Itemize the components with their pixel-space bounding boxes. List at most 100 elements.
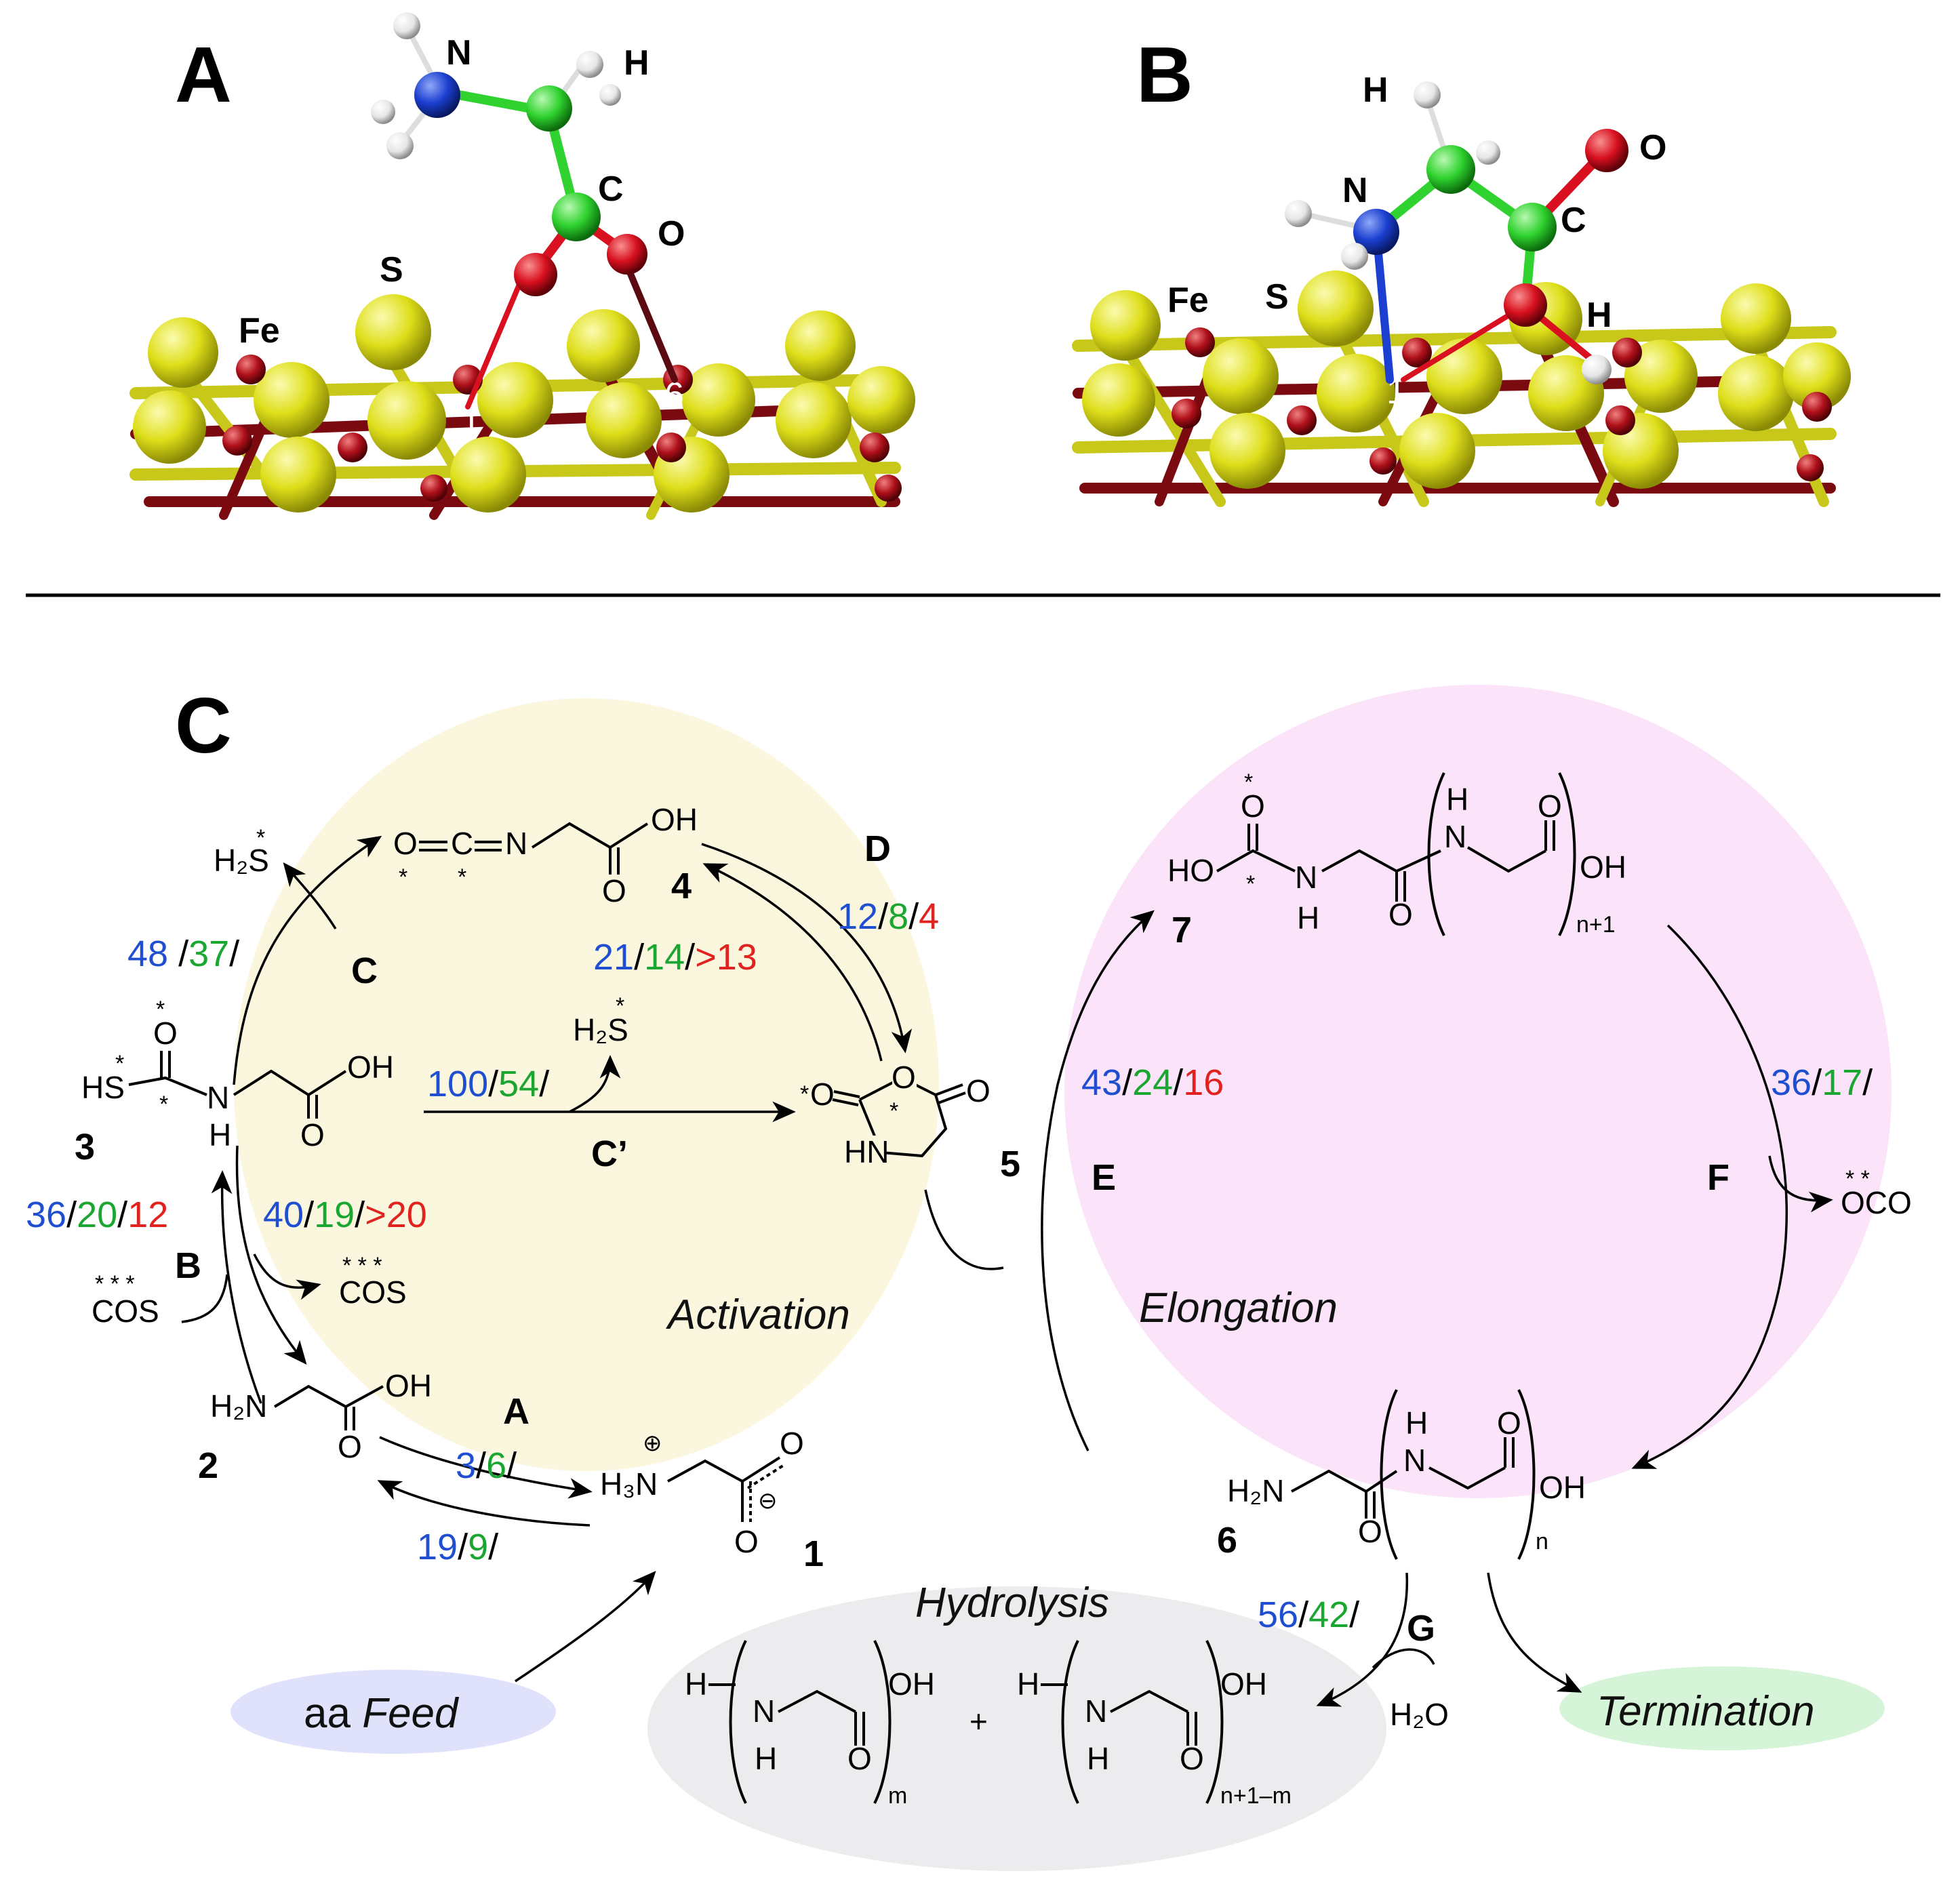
step-a: A [503, 1391, 529, 1432]
arrow-b-cos-out [253, 1253, 321, 1300]
svg-text:N: N [207, 1080, 229, 1115]
svg-text:OH: OH [888, 1666, 935, 1702]
svg-text:*: * [256, 825, 265, 851]
svg-text:*: * [1244, 769, 1253, 795]
elongation-region [1064, 685, 1892, 1498]
svg-text:* * *: * * * [95, 1271, 135, 1297]
arrow-feed [515, 1571, 656, 1683]
svg-text:O: O [1538, 788, 1562, 824]
panel-a-s-label: S [380, 250, 403, 289]
panel-b-fe-label: Fe [1167, 281, 1209, 320]
svg-text:O: O [1358, 1514, 1382, 1549]
svg-text:OH: OH [385, 1368, 432, 1403]
panel-a-site-1: 1 [461, 403, 481, 442]
activation-region [234, 698, 939, 1471]
svg-text:N: N [1085, 1693, 1107, 1729]
arrow-b-down [235, 1145, 307, 1365]
compound-6-number: 6 [1217, 1520, 1237, 1561]
hydrolysis-plus: + [969, 1704, 988, 1739]
svg-text:COS: COS [339, 1275, 407, 1310]
panel-c-letter: C [175, 681, 232, 769]
svg-text:O: O [300, 1117, 325, 1152]
panel-b-o-label: O [1639, 128, 1666, 167]
energy-f: 36/17/ [1771, 1062, 1873, 1103]
step-b: B [175, 1245, 201, 1286]
svg-text:* *: * * [1845, 1166, 1870, 1192]
svg-text:OH: OH [1220, 1666, 1267, 1702]
svg-text:O: O [1388, 897, 1413, 932]
energy-d-forward: 12/8/4 [837, 896, 939, 937]
panel-b-letter: B [1136, 31, 1193, 119]
compound-7-number: 7 [1172, 910, 1192, 950]
energy-c-prime: 100/54/ [427, 1064, 549, 1104]
svg-text:H: H [1017, 1666, 1039, 1702]
hydrolysis-product-n1m: H N H O OH n+1–m [1017, 1640, 1292, 1809]
step-d: D [864, 828, 891, 869]
arrow-b-cos-in [181, 1274, 228, 1323]
elongation-label: Elongation [1139, 1285, 1338, 1331]
termination-label: Termination [1597, 1688, 1815, 1735]
compound-2-structure: H₂N O OH [210, 1368, 432, 1464]
energy-c: 48 /37/ [127, 934, 239, 974]
svg-text:O: O [393, 826, 418, 861]
svg-text:N: N [753, 1693, 775, 1729]
arrow-c [233, 835, 382, 1085]
svg-text:n+1–m: n+1–m [1220, 1783, 1292, 1809]
panel-a-molecule: 1 6 N H C O S Fe [129, 12, 915, 520]
arrow-f-co2 [1768, 1155, 1833, 1213]
svg-text:C: C [451, 826, 473, 861]
arrow-d-forward [701, 843, 913, 1054]
compound-4-number: 4 [671, 866, 692, 906]
panel-b-h-top-label: H [1363, 71, 1388, 110]
panel-b-s-label: S [1265, 277, 1289, 317]
h2s-c-product: H₂S * [214, 825, 269, 878]
svg-text:n: n [1536, 1529, 1548, 1554]
panel-b-n-label: N [1342, 171, 1368, 210]
svg-text:N: N [505, 826, 527, 861]
svg-text:O: O [602, 873, 626, 908]
svg-text:*: * [115, 1051, 124, 1077]
panel-a-c-label: C [598, 169, 624, 209]
svg-text:OH: OH [347, 1049, 394, 1085]
compound-6-structure: H₂N O N H O OH n [1227, 1389, 1586, 1560]
svg-text:O: O [338, 1429, 362, 1464]
arrow-e [1041, 910, 1155, 1451]
arrow-e-hook [924, 1189, 1004, 1270]
svg-text:H: H [1087, 1741, 1109, 1776]
reaction-arrows [181, 835, 1833, 1707]
feed-label: aa Feed [304, 1690, 460, 1737]
svg-text:HN: HN [844, 1134, 889, 1169]
svg-text:H₂N: H₂N [1227, 1473, 1284, 1508]
termination-region [1559, 1666, 1885, 1750]
svg-text:OH: OH [1539, 1470, 1586, 1505]
svg-text:H₂S: H₂S [214, 843, 269, 878]
arrow-f [1631, 924, 1788, 1469]
co2-f-product: * * OCO [1841, 1166, 1912, 1220]
h2s-c-prime-product: H₂S * [573, 993, 628, 1047]
panel-a-fe-label: Fe [239, 311, 280, 350]
energy-g: 56/42/ [1258, 1594, 1359, 1635]
svg-text:*: * [458, 864, 466, 890]
svg-text:H: H [1297, 900, 1319, 936]
svg-text:O: O [153, 1016, 178, 1051]
svg-text:HS: HS [81, 1070, 125, 1105]
feed-label-word: Feed [362, 1690, 460, 1737]
energy-e: 43/24/16 [1081, 1062, 1224, 1103]
h2o-g-reactant: H₂O [1390, 1697, 1449, 1732]
svg-text:*: * [616, 993, 624, 1019]
energy-values: 48 /37/ 12/8/4 21/14/>13 100/54/ 36/20/1… [26, 896, 1873, 1635]
svg-text:O: O [1497, 1405, 1521, 1441]
panel-a-surface: 1 6 [129, 294, 915, 520]
step-g: G [1407, 1608, 1435, 1649]
svg-text:N: N [1444, 819, 1466, 854]
svg-text:O: O [892, 1060, 916, 1095]
svg-text:N: N [1295, 860, 1317, 895]
svg-text:H₂S: H₂S [573, 1012, 628, 1047]
energy-b-up: 36/20/12 [26, 1195, 168, 1235]
svg-text:*: * [889, 1098, 898, 1124]
svg-text:H₂N: H₂N [210, 1388, 267, 1424]
arrow-g [1316, 1572, 1409, 1707]
panel-a-o-label: O [658, 214, 685, 254]
